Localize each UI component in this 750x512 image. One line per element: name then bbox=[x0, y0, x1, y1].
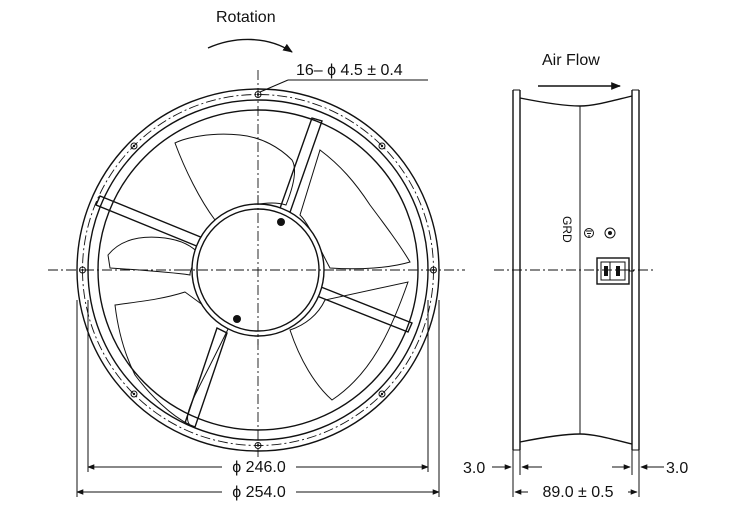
mounting-holes bbox=[79, 91, 437, 449]
hub-screw-bottom bbox=[233, 315, 241, 323]
impeller-blades bbox=[107, 133, 411, 426]
front-view: Rotation 16– ϕ 4.5 ± 0.4 ϕ 246.0 ϕ 254.0 bbox=[48, 9, 465, 501]
terminal-connector-icon bbox=[596, 257, 634, 285]
hub-screw-top bbox=[277, 218, 285, 226]
hole-callout-leader bbox=[259, 79, 289, 93]
hole-callout-label: 16– ϕ 4.5 ± 0.4 bbox=[296, 62, 403, 79]
rotation-arrow-icon bbox=[207, 38, 293, 53]
outer-frame-ring bbox=[76, 88, 440, 452]
left-flange-label: 3.0 bbox=[463, 460, 485, 477]
right-flange-label: 3.0 bbox=[666, 460, 688, 477]
inner-diameter-label: ϕ 246.0 bbox=[232, 459, 286, 476]
venturi-ring bbox=[97, 109, 419, 431]
grd-label: GRD bbox=[560, 216, 574, 243]
fan-housing-profile bbox=[519, 95, 633, 107]
terminal-screw-icon bbox=[604, 227, 616, 239]
outer-diameter-label: ϕ 254.0 bbox=[232, 484, 286, 501]
depth-label: 89.0 ± 0.5 bbox=[542, 484, 613, 501]
side-view: Air Flow GRD bbox=[463, 52, 688, 501]
air-flow-label: Air Flow bbox=[542, 52, 600, 69]
ground-symbol-icon bbox=[584, 228, 594, 238]
inner-frame-ring bbox=[87, 99, 429, 441]
rotation-label: Rotation bbox=[216, 9, 276, 26]
